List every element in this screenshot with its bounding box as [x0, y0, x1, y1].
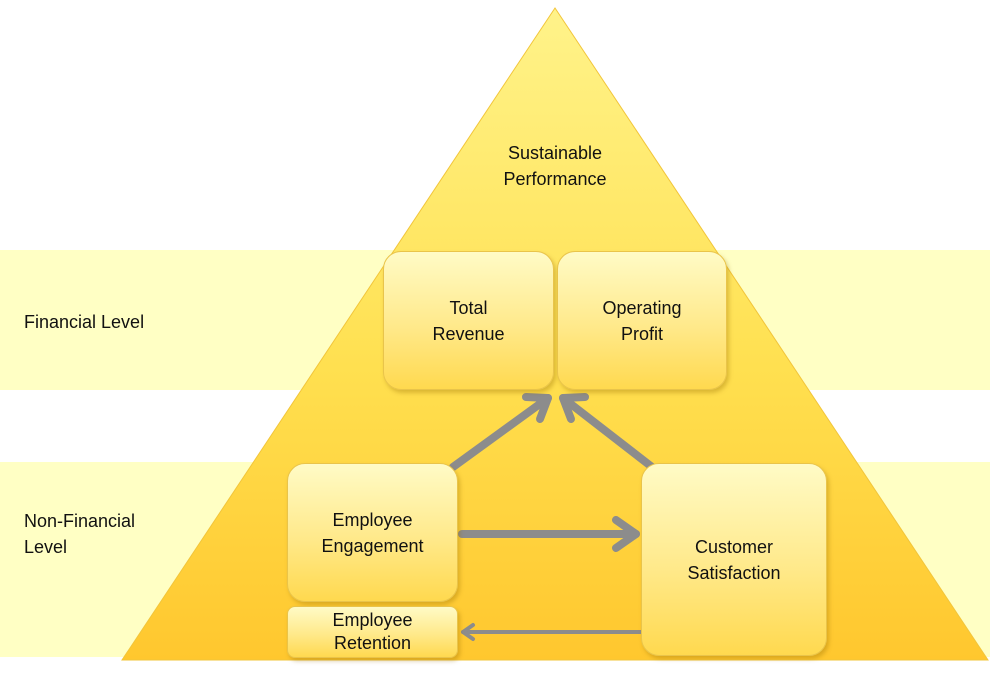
employee-retention-box: Employee Retention	[287, 606, 458, 658]
arrow-satisfaction-to-profit	[559, 393, 656, 471]
pyramid-shape	[121, 7, 989, 661]
customer-satisfaction-box: Customer Satisfaction	[641, 463, 827, 656]
non-financial-level-label: Non-Financial Level	[24, 511, 136, 557]
operating-profit-box: Operating Profit	[557, 251, 727, 390]
total-revenue-box: Total Revenue	[383, 251, 554, 390]
arrow-satisfaction-to-retention	[461, 623, 643, 641]
arrow-engagement-to-satisfaction	[458, 516, 640, 552]
financial-level-label: Financial Level	[24, 312, 145, 332]
sustainable-performance-label: Sustainable Performance	[503, 143, 607, 189]
employee-engagement-box: Employee Engagement	[287, 463, 458, 602]
arrow-engagement-to-revenue	[449, 393, 552, 471]
